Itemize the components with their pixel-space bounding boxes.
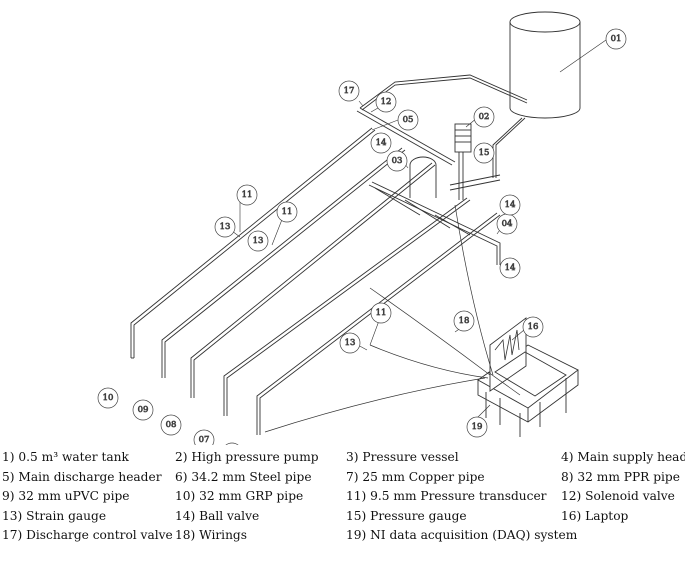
- legend-item: 14) Ball valve: [175, 508, 260, 523]
- legend-item: 19) NI data acquisition (DAQ) system: [346, 528, 578, 542]
- svg-text:08: 08: [166, 420, 177, 430]
- callout-vessel: 03: [386, 150, 408, 172]
- svg-text:01: 01: [611, 34, 622, 44]
- callout-transducer-c: 11: [370, 302, 392, 324]
- legend-item: 7) 25 mm Copper pipe: [346, 469, 485, 484]
- svg-text:13: 13: [345, 338, 356, 348]
- svg-text:05: 05: [403, 115, 414, 125]
- legend-row: 1) 0.5 m³ water tank 2) High pressure pu…: [0, 448, 685, 468]
- legend-row: 5) Main discharge header 6) 34.2 mm Stee…: [0, 468, 685, 488]
- callout-grp-pipe: 10: [97, 387, 119, 409]
- callout-ball-valve-c: 14: [499, 257, 521, 279]
- callout-wirings: 18: [453, 310, 475, 332]
- legend-row: 9) 32 mm uPVC pipe 10) 32 mm GRP pipe 11…: [0, 487, 685, 507]
- pump: [449, 123, 501, 200]
- callout-transducer-a: 11: [236, 184, 258, 206]
- svg-text:14: 14: [505, 263, 516, 273]
- legend-item: 4) Main supply header: [561, 450, 685, 464]
- callout-upvc-pipe: 09: [132, 399, 154, 421]
- svg-text:04: 04: [502, 219, 513, 229]
- supply-header: [368, 181, 501, 265]
- legend-row: 13) Strain gauge 14) Ball valve 15) Pres…: [0, 507, 685, 527]
- legend-item: 5) Main discharge header: [2, 469, 162, 484]
- svg-text:14: 14: [376, 138, 387, 148]
- legend-item: 16) Laptop: [561, 508, 629, 523]
- callout-discharge-header: 05: [397, 109, 419, 131]
- legend-item: 15) Pressure gauge: [346, 508, 467, 523]
- callout-strain-c: 13: [339, 332, 361, 354]
- svg-text:02: 02: [479, 112, 490, 122]
- callout-ppr-pipe: 08: [160, 414, 182, 436]
- svg-text:18: 18: [459, 316, 470, 326]
- svg-text:09: 09: [138, 405, 149, 415]
- svg-text:10: 10: [103, 393, 114, 403]
- legend-item: 3) Pressure vessel: [346, 450, 459, 464]
- legend-item: 9) 32 mm uPVC pipe: [2, 489, 130, 503]
- svg-text:19: 19: [472, 422, 483, 432]
- svg-text:11: 11: [242, 190, 253, 200]
- svg-text:13: 13: [220, 222, 231, 232]
- svg-text:13: 13: [253, 236, 264, 246]
- legend-item: 8) 32 mm PPR pipe: [561, 469, 680, 484]
- legend-item: 13) Strain gauge: [2, 508, 107, 523]
- legend: 1) 0.5 m³ water tank 2) High pressure pu…: [0, 448, 685, 546]
- callout-tank: 01: [605, 28, 627, 50]
- svg-text:03: 03: [392, 156, 403, 166]
- water-tank: [509, 11, 581, 119]
- callout-strain-a: 13: [214, 216, 236, 238]
- laptop-table: [477, 317, 579, 437]
- wirings: [264, 204, 521, 433]
- callout-pump: 02: [473, 106, 495, 128]
- callout-daq: 19: [466, 416, 488, 438]
- legend-item: 2) High pressure pump: [175, 450, 319, 464]
- callout-laptop: 16: [522, 316, 544, 338]
- svg-text:11: 11: [282, 207, 293, 217]
- legend-item: 10) 32 mm GRP pipe: [175, 489, 304, 503]
- callout-ball-valve-a: 14: [370, 132, 392, 154]
- callout-strain-b: 13: [247, 230, 269, 252]
- svg-text:07: 07: [199, 435, 210, 445]
- callout-solenoid: 12: [375, 91, 397, 113]
- legend-item: 6) 34.2 mm Steel pipe: [175, 469, 312, 484]
- callout-copper-pipe: 07: [193, 429, 215, 445]
- svg-text:16: 16: [528, 322, 539, 332]
- legend-item: 11) 9.5 mm Pressure transducer: [346, 489, 547, 503]
- svg-text:15: 15: [479, 148, 490, 158]
- test-rig-diagram: 01 02 03 04 05 06 07 08 09 10 11 11 11 1…: [97, 11, 627, 445]
- svg-text:11: 11: [376, 308, 387, 318]
- svg-text:17: 17: [344, 86, 355, 96]
- svg-text:14: 14: [505, 200, 516, 210]
- legend-item: 17) Discharge control valve: [2, 528, 173, 542]
- callout-steel-pipe: 06: [225, 442, 239, 445]
- legend-item: 18) Wirings: [175, 528, 247, 542]
- callout-supply-header: 04: [496, 213, 518, 235]
- svg-text:12: 12: [381, 97, 392, 107]
- callouts: 01 02 03 04 05 06 07 08 09 10 11 11 11 1…: [97, 28, 627, 445]
- callout-ball-valve-b: 14: [499, 194, 521, 216]
- legend-row: 17) Discharge control valve 18) Wirings …: [0, 526, 685, 546]
- discharge-header: [356, 107, 456, 166]
- legend-item: 1) 0.5 m³ water tank: [2, 450, 129, 464]
- callout-transducer-b: 11: [276, 201, 298, 223]
- test-pipes: [130, 127, 501, 435]
- callout-gauge: 15: [473, 142, 495, 164]
- callout-discharge-valve: 17: [338, 80, 360, 102]
- pressure-vessel: [409, 156, 437, 198]
- legend-item: 12) Solenoid valve: [561, 489, 675, 503]
